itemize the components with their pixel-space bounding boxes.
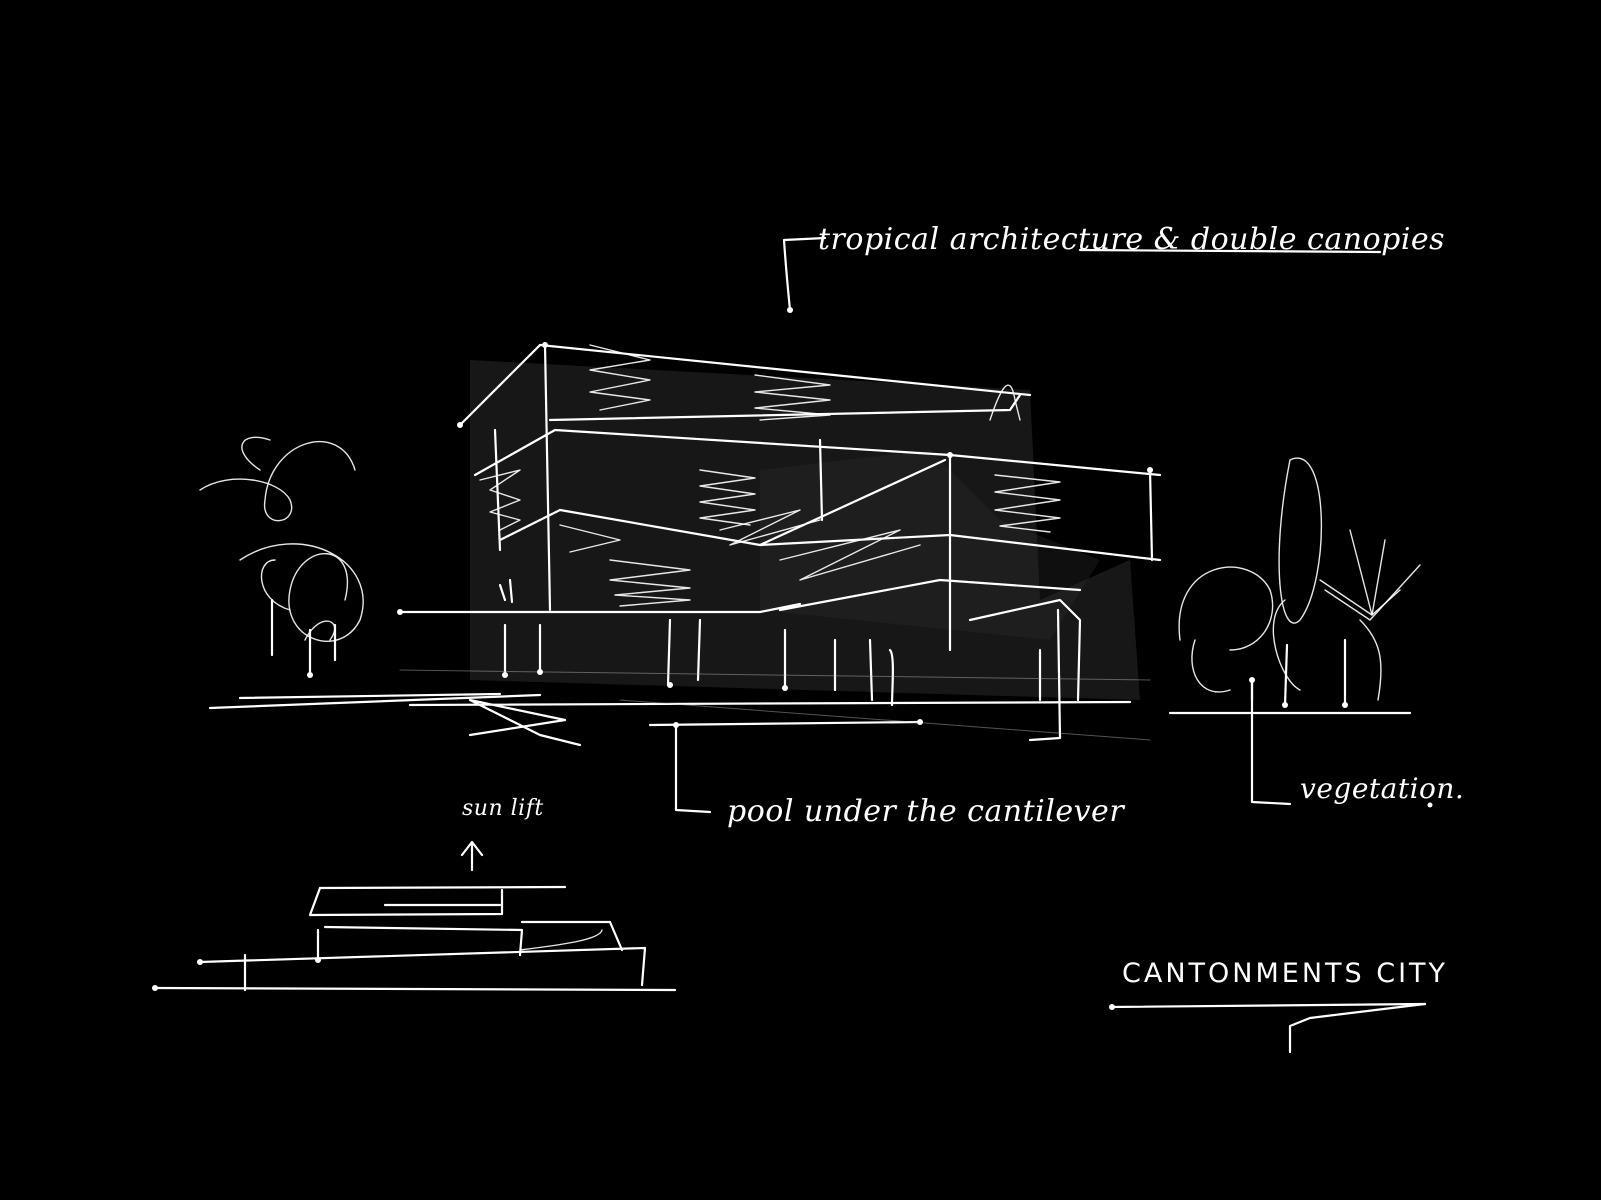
section-sketch	[153, 840, 677, 992]
ground-lines	[208, 608, 1412, 747]
annotation-city-label: CANTONMENTS CITY	[1122, 958, 1449, 989]
annotation-top-note: tropical architecture & double canopies	[818, 222, 1446, 257]
louvres	[479, 344, 1061, 607]
annotation-mini-sketch-note: sun lift	[462, 796, 544, 821]
columns	[498, 578, 894, 707]
building-slabs	[398, 343, 1162, 702]
annotation-vegetation-note: vegetation.	[1300, 772, 1465, 805]
leader-lines	[674, 236, 1427, 1054]
annotation-pool-note: pool under the cantilever	[727, 794, 1125, 829]
roof-feature	[989, 384, 1021, 421]
tree-right	[1178, 457, 1421, 707]
pen-dots	[152, 307, 1433, 1010]
building-shading	[470, 360, 1140, 700]
tree-left	[199, 436, 364, 677]
